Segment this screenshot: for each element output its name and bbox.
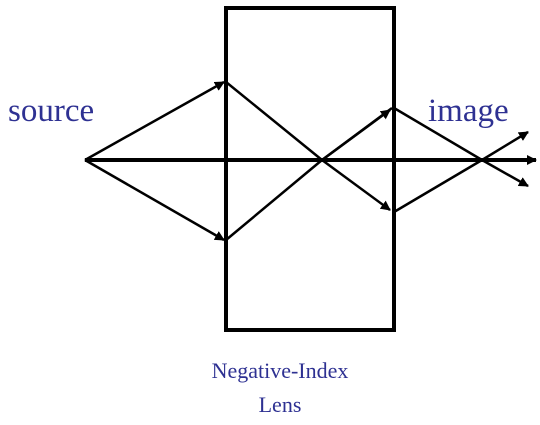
ray-upper-into-lens-arrow — [321, 108, 391, 162]
lens-caption-line-1: Negative-Index — [211, 358, 349, 383]
ray-upper-image-arrow — [481, 158, 529, 188]
ray-upper-outgoing — [393, 106, 483, 162]
ray-lower-incoming — [84, 158, 225, 242]
lens-caption-line-2: Lens — [258, 392, 302, 417]
ray-lower-outgoing — [393, 158, 483, 214]
ray-lower-inside-lens — [225, 159, 323, 241]
lens-rectangle — [224, 6, 396, 332]
ray-lower-image-arrow — [481, 130, 529, 162]
ray-upper-inside-lens — [225, 81, 393, 162]
image-label: image — [428, 93, 509, 129]
source-label: source — [8, 93, 95, 129]
ray-lower-into-lens-arrow — [321, 158, 391, 212]
ray-upper-incoming — [84, 80, 225, 162]
